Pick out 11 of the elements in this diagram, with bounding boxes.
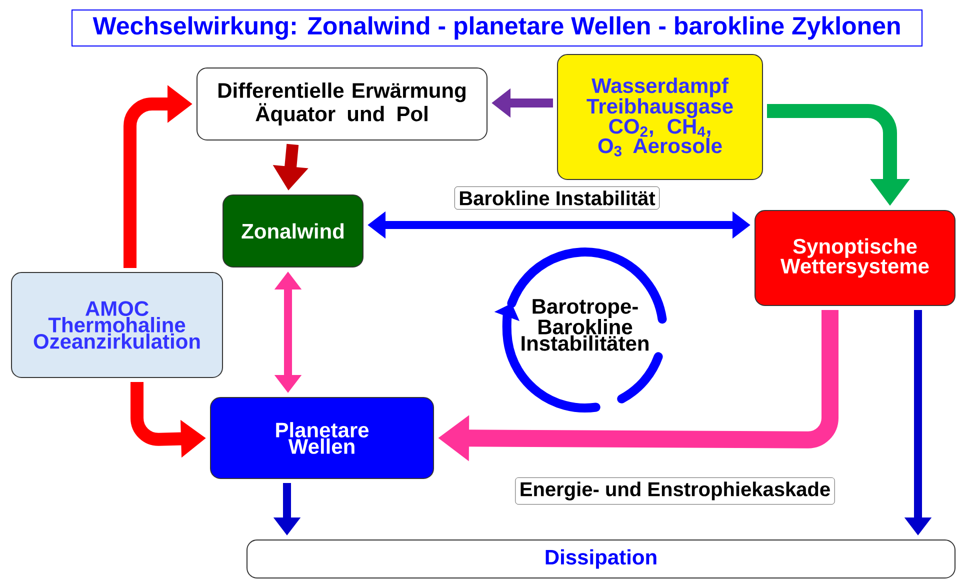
- process-box: Zonalwind: [222, 194, 364, 268]
- process-box: Wasserdampf Treibhausgase CO$_{2}$, CH$_{4}$, O$_{3}$ Aerosole: [557, 54, 763, 180]
- process-box: Differentielle Erwärmung Äquator und Pol: [196, 68, 488, 140]
- process-box: Planetare Wellen: [210, 397, 434, 479]
- title: Wechselwirkung: Zonalwind - planetare Wellen - barokline Zyklonen: [72, 10, 922, 46]
- process-box: AMOC Thermohaline Ozeanzirkulation: [11, 272, 223, 378]
- process-box: Dissipation: [246, 540, 956, 578]
- process-box: Synoptische Wettersysteme: [754, 210, 956, 306]
- edge-label: Energie- und Enstrophiekaskade: [515, 477, 835, 505]
- cycle-label: Barotrope-Barokline Instabilitäten: [522, 299, 648, 351]
- edge-label: Barokline Instabilität: [454, 186, 660, 210]
